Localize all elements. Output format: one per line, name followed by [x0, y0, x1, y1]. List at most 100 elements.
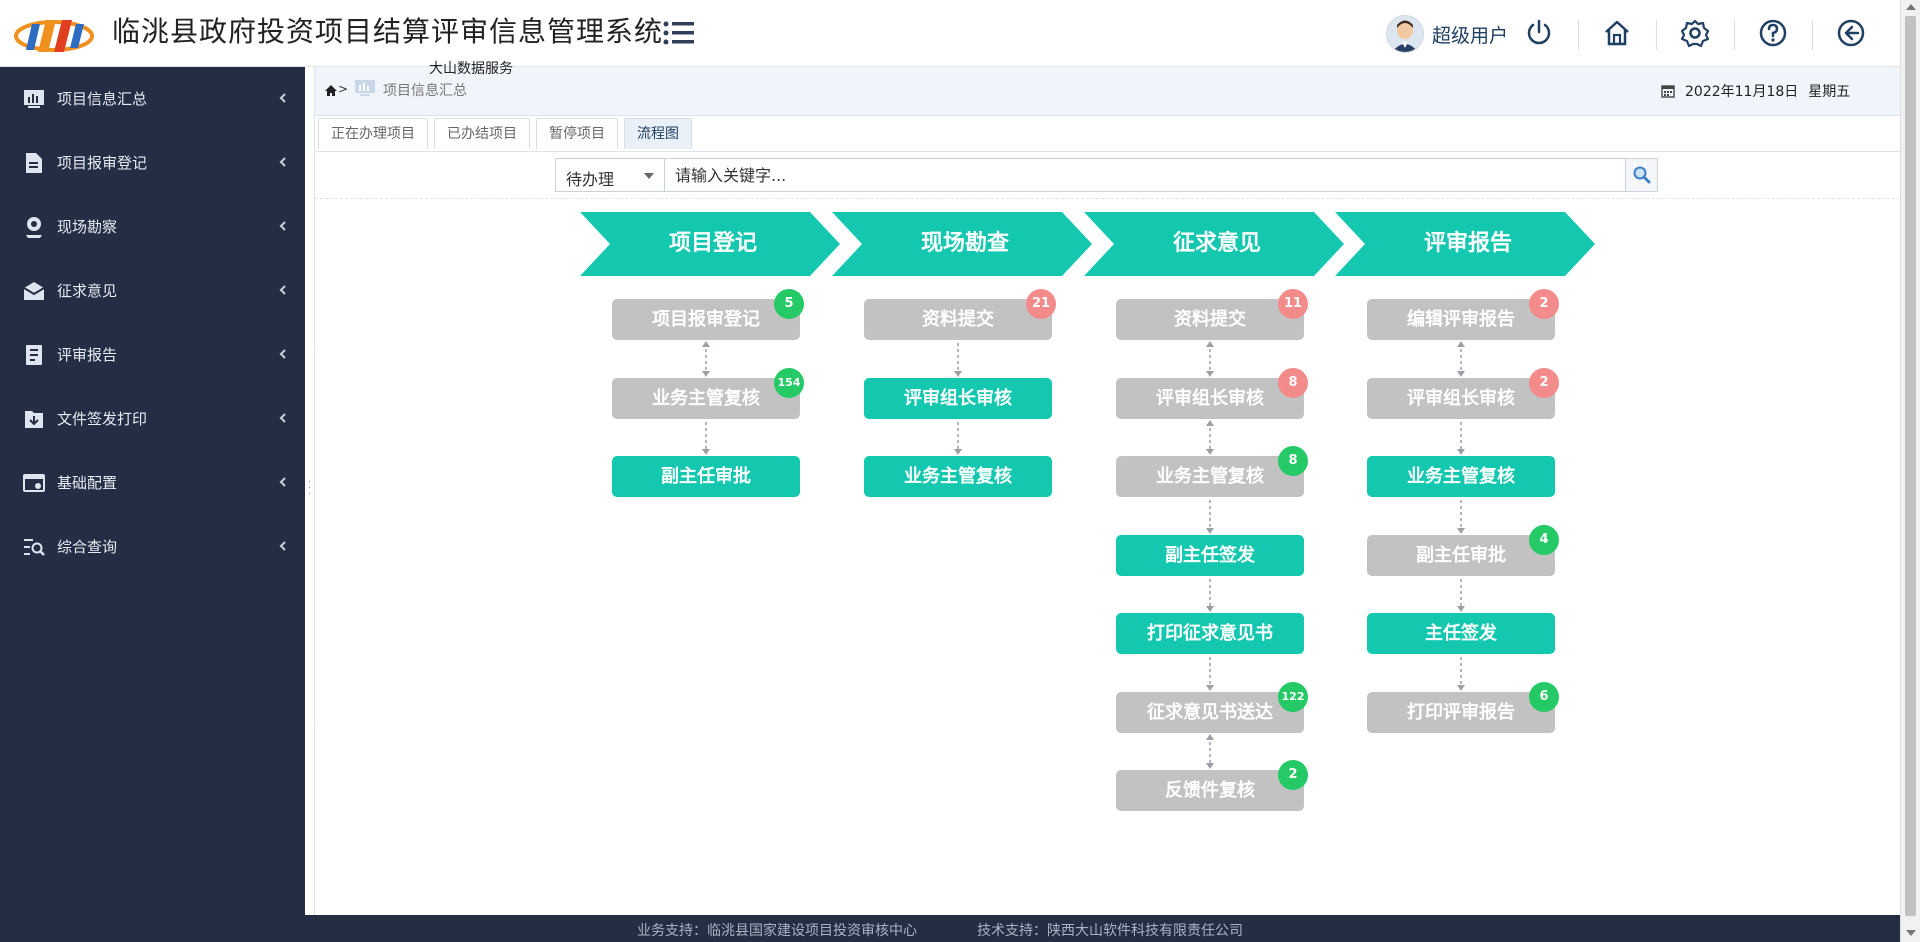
- stage-header: 征求意见: [1084, 212, 1344, 276]
- sidebar-item-label: 基础配置: [57, 474, 118, 492]
- sidebar: 项目信息汇总 项目报审登记 现场勘察 征求意见 评审报告 文件签发打印 基础配置…: [0, 67, 305, 915]
- flow-connector: [1204, 654, 1216, 692]
- count-badge[interactable]: 4: [1529, 525, 1559, 555]
- power-icon[interactable]: [1522, 16, 1556, 50]
- date-display: 2022年11月18日 星期五: [1661, 81, 1850, 101]
- stage-title: 现场勘查: [920, 231, 1009, 256]
- app-logo: [14, 20, 94, 52]
- back-icon[interactable]: [1834, 16, 1868, 50]
- search-button[interactable]: [1625, 158, 1658, 192]
- flow-connector: [1204, 340, 1216, 378]
- user-name: 超级用户: [1432, 24, 1509, 47]
- sidebar-item-project-registration[interactable]: 项目报审登记: [0, 131, 305, 195]
- count-badge[interactable]: 11: [1278, 289, 1308, 319]
- chart-icon: [355, 80, 375, 96]
- flow-node[interactable]: 业务主管复核: [1116, 456, 1304, 497]
- flow-node[interactable]: 主任签发: [1367, 613, 1555, 654]
- mail-icon: [23, 282, 45, 300]
- flow-node[interactable]: 评审组长审核: [1116, 378, 1304, 419]
- tab-flowchart[interactable]: 流程图: [624, 118, 692, 149]
- flow-node[interactable]: 业务主管复核: [1367, 456, 1555, 497]
- overlay-watermark-text: 大山数据服务: [429, 61, 513, 77]
- gear-icon[interactable]: [1678, 16, 1712, 50]
- flow-node[interactable]: 评审组长审核: [1367, 378, 1555, 419]
- status-select-value: 待办理: [566, 170, 615, 189]
- sidebar-item-opinions[interactable]: 征求意见: [0, 259, 305, 323]
- stage-header: 评审报告: [1335, 212, 1595, 276]
- settings-window-icon: [23, 474, 45, 492]
- sidebar-item-file-print[interactable]: 文件签发打印: [0, 387, 305, 451]
- tab-bar: 正在办理项目 已办结项目 暂停项目 流程图: [318, 118, 698, 150]
- stage-header: 现场勘查: [832, 212, 1092, 276]
- header-divider: [1734, 20, 1735, 50]
- count-badge[interactable]: 154: [774, 368, 804, 398]
- count-badge[interactable]: 2: [1529, 289, 1559, 319]
- count-badge[interactable]: 2: [1529, 368, 1559, 398]
- flow-node[interactable]: 业务主管复核: [612, 378, 800, 419]
- top-header: 临洮县政府投资项目结算评审信息管理系统 超级用户: [0, 0, 1900, 67]
- scrollbar[interactable]: [1900, 0, 1920, 942]
- sidebar-item-site-survey[interactable]: 现场勘察: [0, 195, 305, 259]
- chevron-left-icon: [279, 413, 286, 423]
- sidebar-item-label: 评审报告: [57, 346, 118, 364]
- chevron-shape: [1335, 212, 1595, 276]
- flow-node[interactable]: 副主任签发: [1116, 535, 1304, 576]
- flow-node[interactable]: 业务主管复核: [864, 456, 1052, 497]
- flow-connector: [1455, 654, 1467, 692]
- home-icon[interactable]: [1600, 16, 1634, 50]
- flow-node[interactable]: 征求意见书送达: [1116, 692, 1304, 733]
- flow-connector: [700, 419, 712, 456]
- footer-tech-support: 技术支持：陕西大山软件科技有限责任公司: [977, 923, 1243, 939]
- count-badge[interactable]: 5: [774, 289, 804, 319]
- breadcrumb-separator: >: [338, 82, 349, 96]
- tab-paused[interactable]: 暂停项目: [536, 118, 618, 149]
- location-icon: [26, 217, 42, 238]
- count-badge[interactable]: 122: [1278, 682, 1308, 712]
- chevron-left-icon: [279, 157, 286, 167]
- content-frame: [314, 151, 1901, 916]
- flow-node[interactable]: 反馈件复核: [1116, 770, 1304, 811]
- sidebar-item-review-report[interactable]: 评审报告: [0, 323, 305, 387]
- flow-node[interactable]: 打印评审报告: [1367, 692, 1555, 733]
- app-title: 临洮县政府投资项目结算评审信息管理系统: [112, 15, 664, 48]
- sidebar-item-label: 文件签发打印: [57, 410, 148, 428]
- count-badge[interactable]: 8: [1278, 446, 1308, 476]
- scroll-thumb[interactable]: [1905, 16, 1916, 916]
- scroll-down-icon[interactable]: [1906, 930, 1916, 936]
- status-select[interactable]: 待办理: [555, 158, 665, 192]
- footer-business-support: 业务支持：临洮县国家建设项目投资审核中心: [637, 923, 917, 939]
- scroll-up-icon[interactable]: [1906, 4, 1916, 10]
- sidebar-item-project-summary[interactable]: 项目信息汇总: [0, 67, 305, 131]
- home-icon[interactable]: [324, 84, 338, 97]
- flow-node[interactable]: 资料提交: [1116, 299, 1304, 340]
- flow-node[interactable]: 编辑评审报告: [1367, 299, 1555, 340]
- flow-node[interactable]: 打印征求意见书: [1116, 613, 1304, 654]
- breadcrumb-current: 项目信息汇总: [383, 83, 467, 99]
- chevron-left-icon: [279, 221, 286, 231]
- weekday-text: 星期五: [1808, 84, 1851, 100]
- search-input[interactable]: [664, 158, 1626, 192]
- count-badge[interactable]: 2: [1278, 760, 1308, 790]
- calendar-icon: [1661, 85, 1675, 98]
- count-badge[interactable]: 6: [1529, 682, 1559, 712]
- flow-node[interactable]: 评审组长审核: [864, 378, 1052, 419]
- flow-node[interactable]: 副主任审批: [1367, 535, 1555, 576]
- help-icon[interactable]: [1756, 16, 1790, 50]
- flow-node[interactable]: 项目报审登记: [612, 299, 800, 340]
- flow-node[interactable]: 副主任审批: [612, 456, 800, 497]
- flow-connector: [952, 340, 964, 378]
- search-icon: [1633, 166, 1651, 184]
- flow-node[interactable]: 资料提交: [864, 299, 1052, 340]
- tab-in-progress[interactable]: 正在办理项目: [318, 118, 428, 149]
- flow-connector: [1455, 576, 1467, 613]
- chevron-left-icon: [279, 93, 286, 103]
- menu-toggle-icon[interactable]: [662, 18, 696, 48]
- count-badge[interactable]: 8: [1278, 368, 1308, 398]
- avatar: [1386, 15, 1424, 53]
- tab-completed[interactable]: 已办结项目: [434, 118, 530, 149]
- sidebar-item-basic-config[interactable]: 基础配置: [0, 451, 305, 515]
- document-icon: [26, 153, 42, 173]
- sidebar-item-general-query[interactable]: 综合查询: [0, 515, 305, 579]
- user-menu[interactable]: 超级用户: [1386, 14, 1508, 54]
- count-badge[interactable]: 21: [1026, 289, 1056, 319]
